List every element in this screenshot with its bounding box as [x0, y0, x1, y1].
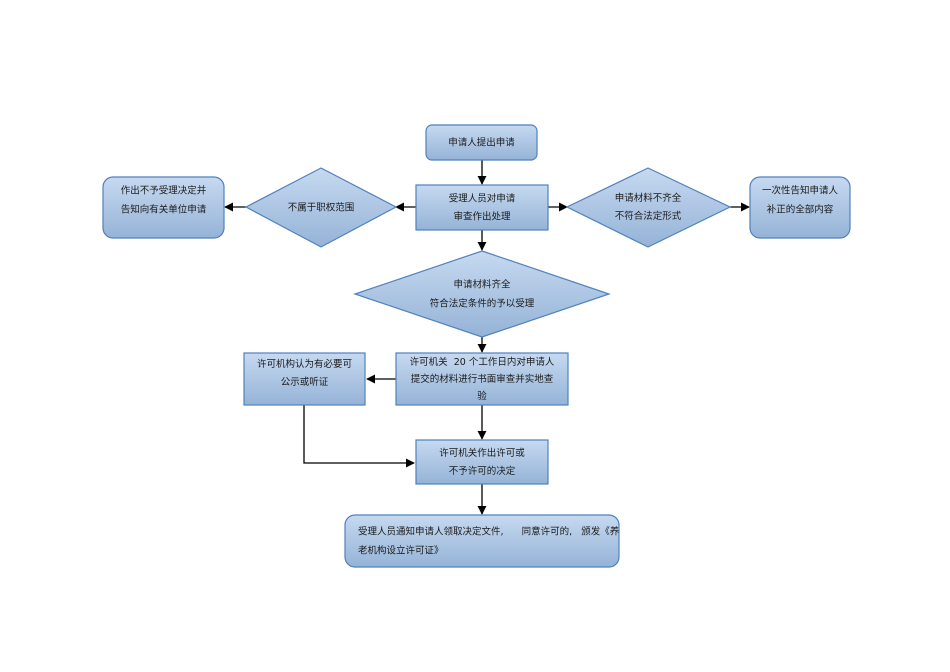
node-label-line: 不符合法定形式	[615, 210, 682, 222]
node-label-line: 申请人提出申请	[448, 136, 515, 148]
arrow-hearing-to-decision	[303, 405, 415, 468]
node-hearing: 许可机构认为有必要可公示或听证	[243, 352, 366, 406]
node-label-line: 受理人员对申请	[449, 192, 516, 204]
node-notify: 受理人员通知申请人领取决定文件, 同意许可的, 颁发《养老机构设立许可证》	[344, 514, 620, 568]
svg-text:许可机关 20 个工作日内对申请人提交的材料进行书面审查并: 许可机关 20 个工作日内对申请人提交的材料进行书面审查并实地查验	[410, 356, 555, 402]
node-label-line: 不予许可的决定	[449, 465, 516, 477]
connectors	[224, 160, 750, 515]
node-inspection: 许可机关 20 个工作日内对申请人提交的材料进行书面审查并实地查验	[395, 352, 569, 406]
node-label-line: 许可机构认为有必要可	[257, 358, 352, 370]
svg-text:许可机关作出许可或不予许可的决定: 许可机关作出许可或不予许可的决定	[439, 447, 525, 477]
node-not-in-scope: 不属于职权范围	[244, 167, 398, 248]
node-label-line: 作出不予受理决定并	[121, 184, 207, 196]
node-label-line: 申请材料不齐全	[615, 192, 682, 204]
svg-text:申请材料不齐全不符合法定形式: 申请材料不齐全不符合法定形式	[615, 192, 682, 222]
svg-text:申请材料齐全符合法定条件的予以受理: 申请材料齐全符合法定条件的予以受理	[430, 278, 535, 309]
svg-text:许可机构认为有必要可公示或听证: 许可机构认为有必要可公示或听证	[257, 358, 352, 388]
node-label-line: 审查作出处理	[453, 210, 511, 222]
node-label-line: 许可机关 20 个工作日内对申请人	[410, 356, 555, 368]
node-label-line: 验	[477, 390, 487, 402]
node-reject-notice: 作出不予受理决定并告知向有关单位申请	[102, 176, 225, 239]
node-label-line: 不属于职权范围	[288, 201, 355, 213]
node-label-line: 补正的全部内容	[767, 203, 834, 215]
node-label-line: 公示或听证	[281, 376, 329, 388]
svg-text:受理人员对申请审查作出处理: 受理人员对申请审查作出处理	[449, 192, 516, 222]
node-label-line: 老机构设立许可证》	[358, 544, 444, 556]
node-label-line: 符合法定条件的予以受理	[430, 297, 535, 309]
node-incomplete: 申请材料不齐全不符合法定形式	[565, 167, 732, 248]
node-label-line: 许可机关作出许可或	[439, 447, 525, 459]
node-label-line: 告知向有关单位申请	[121, 203, 207, 215]
node-review: 受理人员对申请审查作出处理	[415, 184, 549, 231]
node-label-line: 申请材料齐全	[453, 278, 511, 290]
svg-text:不属于职权范围: 不属于职权范围	[288, 201, 355, 213]
svg-text:一次性告知申请人补正的全部内容: 一次性告知申请人补正的全部内容	[762, 184, 839, 215]
node-label-line: 受理人员通知申请人领取决定文件, 同意许可的, 颁发《养	[358, 525, 620, 537]
svg-text:作出不予受理决定并告知向有关单位申请: 作出不予受理决定并告知向有关单位申请	[121, 184, 207, 215]
node-decision: 许可机关作出许可或不予许可的决定	[415, 439, 549, 485]
node-accept: 申请材料齐全符合法定条件的予以受理	[353, 250, 611, 338]
svg-text:受理人员通知申请人领取决定文件, 同意许可的,: 受理人员通知申请人领取决定文件, 同意许可的, 颁发《养老机构设立许可证》	[358, 525, 620, 556]
node-label-line: 一次性告知申请人	[762, 184, 839, 196]
node-supplement-notice: 一次性告知申请人补正的全部内容	[749, 176, 851, 239]
node-start: 申请人提出申请	[425, 124, 538, 161]
node-label-line: 提交的材料进行书面审查并实地查	[411, 373, 554, 385]
svg-text:申请人提出申请: 申请人提出申请	[448, 136, 515, 148]
